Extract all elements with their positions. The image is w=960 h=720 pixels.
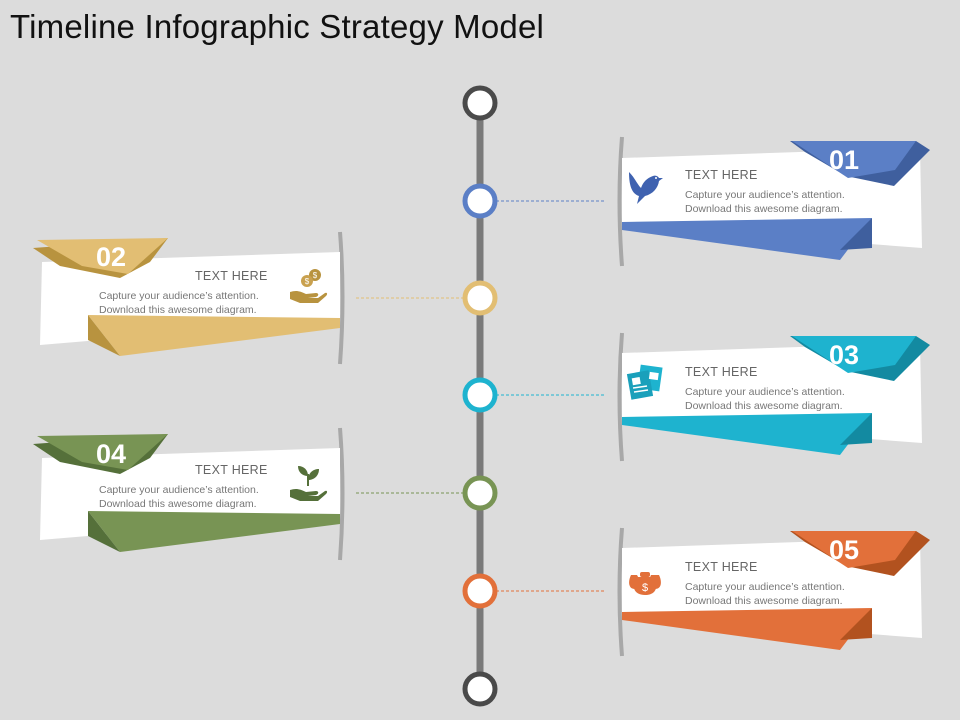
card-heading: TEXT HERE <box>195 269 268 283</box>
card-number-05: 05 <box>829 535 860 565</box>
card-number-04: 04 <box>96 439 127 469</box>
card-line: Capture your audience’s attention. <box>685 189 845 201</box>
card-number-02: 02 <box>96 242 127 272</box>
card-heading: TEXT HERE <box>685 168 758 182</box>
card-text-05: TEXT HERE Capture your audience’s attent… <box>685 560 885 608</box>
card-heading: TEXT HERE <box>685 365 758 379</box>
card-line: Download this awesome diagram. <box>99 498 257 510</box>
timeline-node-03 <box>462 377 498 413</box>
card-line: Capture your audience’s attention. <box>685 386 845 398</box>
timeline-node-01 <box>462 183 498 219</box>
card-heading: TEXT HERE <box>195 463 268 477</box>
svg-text:$: $ <box>642 582 648 594</box>
card-04 <box>33 427 345 561</box>
plant-hand-icon <box>290 466 328 501</box>
svg-text:$: $ <box>313 271 318 280</box>
money-hand-icon: $ $ <box>290 269 328 303</box>
svg-text:$: $ <box>305 277 310 286</box>
card-number-03: 03 <box>829 340 860 370</box>
card-line: Download this awesome diagram. <box>685 203 843 215</box>
card-line: Capture your audience’s attention. <box>99 484 259 496</box>
card-01 <box>617 136 930 267</box>
card-line: Download this awesome diagram. <box>685 400 843 412</box>
card-line: Capture your audience’s attention. <box>685 581 845 593</box>
timeline-node-02 <box>462 280 498 316</box>
card-heading: TEXT HERE <box>685 560 758 574</box>
card-05 <box>617 527 930 657</box>
card-02 <box>33 231 345 365</box>
card-text-04: TEXT HERE Capture your audience’s attent… <box>99 463 299 511</box>
timeline-start-node <box>462 85 498 121</box>
card-line: Download this awesome diagram. <box>685 595 843 607</box>
timeline-node-04 <box>462 475 498 511</box>
money-bags-icon: $ <box>629 572 661 595</box>
timeline-node-05 <box>462 573 498 609</box>
card-line: Download this awesome diagram. <box>99 304 257 316</box>
card-line: Capture your audience’s attention. <box>99 290 259 302</box>
card-text-03: TEXT HERE Capture your audience’s attent… <box>685 365 885 413</box>
timeline-end-node <box>462 671 498 707</box>
page-title: Timeline Infographic Strategy Model <box>10 8 545 45</box>
card-text-01: TEXT HERE Capture your audience’s attent… <box>685 168 885 216</box>
card-03 <box>617 332 930 462</box>
card-text-02: TEXT HERE Capture your audience’s attent… <box>99 269 299 317</box>
newspaper-icon <box>626 364 663 400</box>
dove-icon <box>629 172 663 204</box>
card-number-01: 01 <box>829 145 860 175</box>
